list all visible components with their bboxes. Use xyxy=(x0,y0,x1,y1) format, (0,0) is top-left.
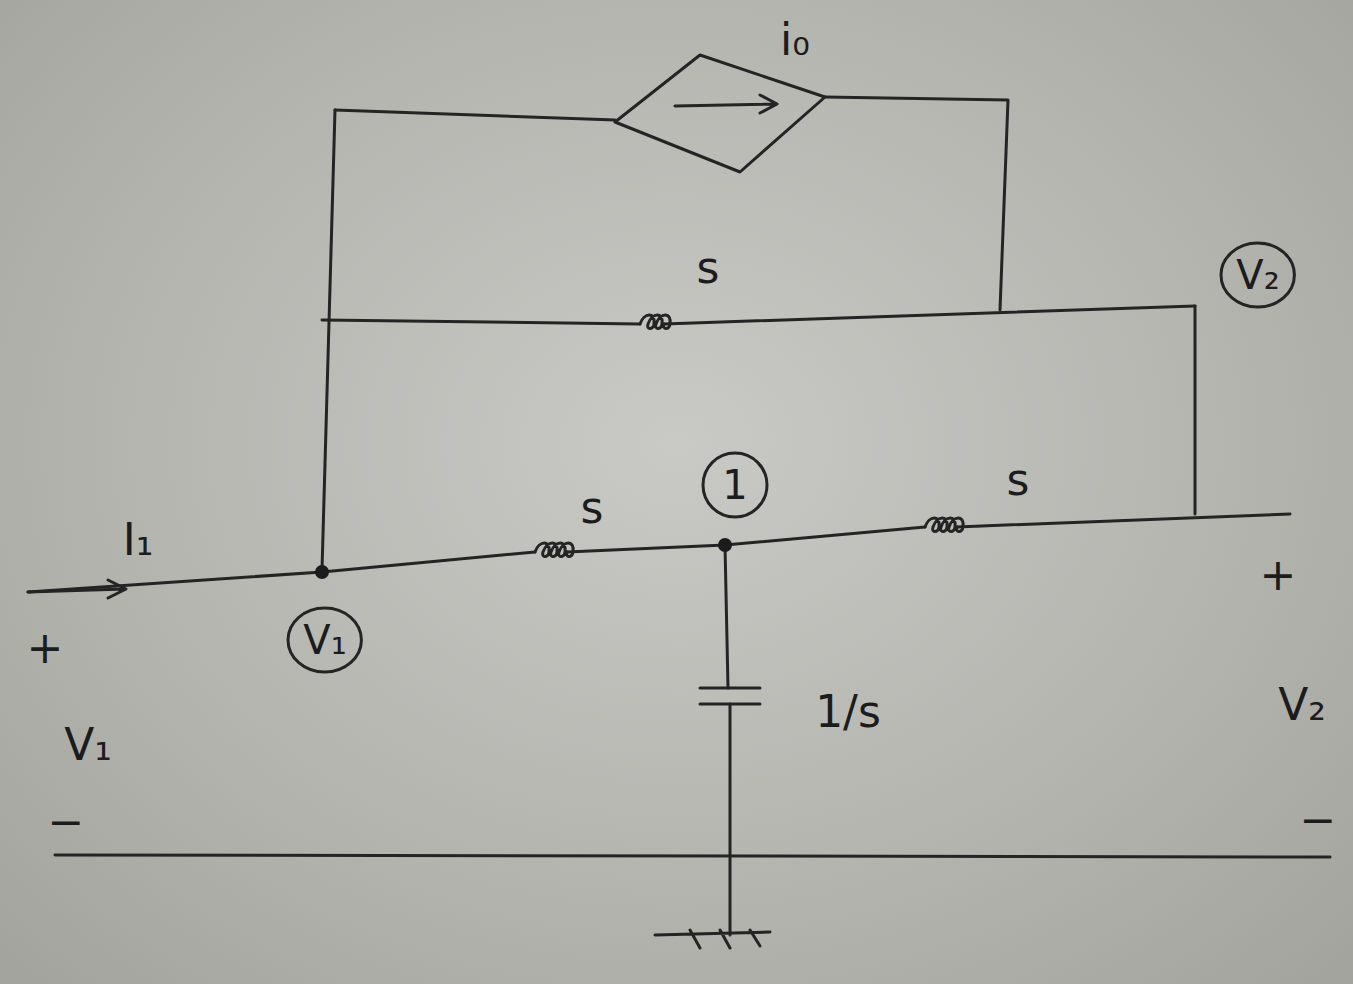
capacitor-symbol xyxy=(700,688,760,704)
wire xyxy=(28,552,535,592)
inductor-symbol xyxy=(640,315,670,329)
node-label: 1 xyxy=(722,463,747,507)
ground-symbol xyxy=(655,930,770,948)
wire xyxy=(664,306,1195,324)
wire xyxy=(825,97,1008,310)
wire xyxy=(725,545,728,688)
circuit-label: V₁ xyxy=(61,721,115,769)
source-arrow xyxy=(675,95,777,113)
wire xyxy=(1194,306,1197,514)
node-circle: 1 xyxy=(701,451,769,519)
circuit-label: + xyxy=(24,624,67,672)
circuit-label: s xyxy=(1004,456,1033,504)
wire xyxy=(322,320,640,324)
node-label: V₂ xyxy=(1236,253,1279,297)
circuit-label: s xyxy=(694,244,723,292)
circuit-label: V₂ xyxy=(1275,681,1329,729)
circle-outline xyxy=(703,453,767,517)
circuit-label: 1/s xyxy=(812,688,884,736)
circuit-label: i₀ xyxy=(777,16,813,64)
wire xyxy=(335,110,615,120)
wire xyxy=(567,527,925,552)
node-circle: V₂ xyxy=(1219,241,1296,309)
junction-dot xyxy=(718,538,732,552)
circuit-label: I₁ xyxy=(120,516,157,564)
circuit-label: − xyxy=(1297,796,1340,844)
inductor-symbol xyxy=(535,543,573,557)
circle-outline xyxy=(288,608,361,672)
wire xyxy=(729,704,732,935)
inductor-symbol xyxy=(925,518,963,532)
circle-outline xyxy=(1221,243,1294,307)
ground-wire xyxy=(55,855,1330,857)
circuit-label: + xyxy=(1257,551,1300,599)
circuit-label: − xyxy=(45,798,88,846)
node-label: V₁ xyxy=(303,618,346,662)
wire xyxy=(957,514,1290,527)
current-arrow xyxy=(28,580,126,598)
dependent-source-diamond xyxy=(615,55,825,172)
junction-dot xyxy=(315,565,329,579)
wire xyxy=(322,110,335,570)
node-circle: V₁ xyxy=(286,606,363,674)
circuit-label: s xyxy=(578,484,607,532)
